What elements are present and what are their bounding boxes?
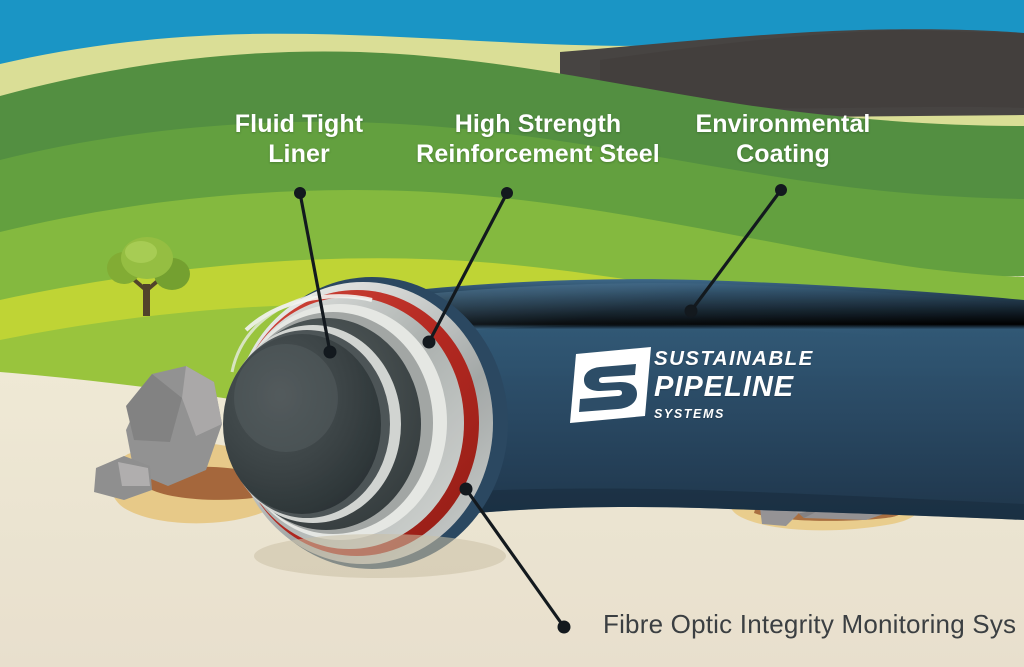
callout-fibre-optic-monitoring: Fibre Optic Integrity Monitoring Sys: [603, 609, 1017, 639]
